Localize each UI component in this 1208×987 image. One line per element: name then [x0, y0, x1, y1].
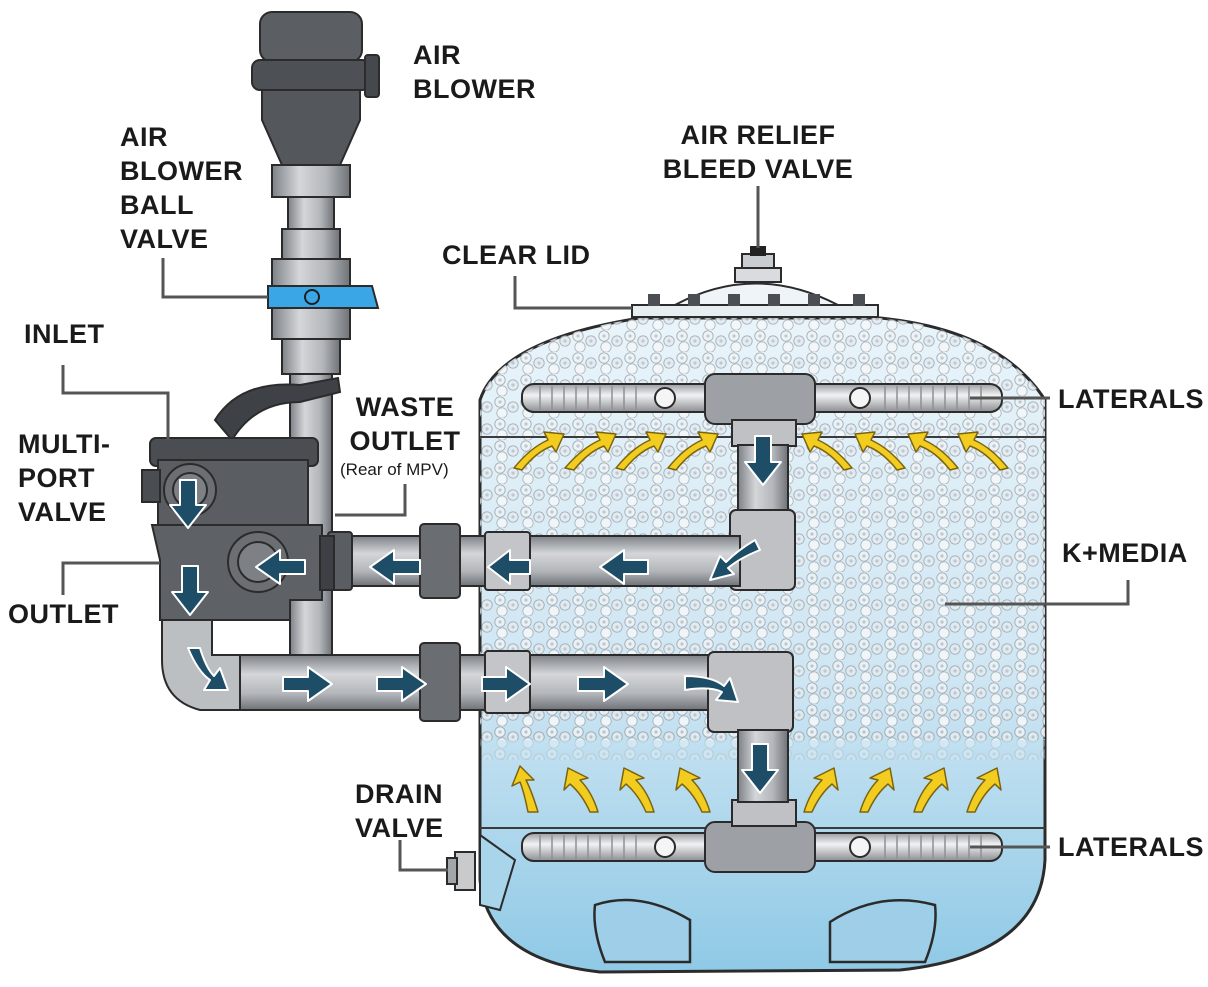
label-waste-outlet-note: (Rear of MPV)	[340, 460, 449, 479]
leader-lines	[61, 186, 1130, 872]
flow-arrow-icon	[376, 666, 427, 702]
label-air-blower: AIR BLOWER	[413, 38, 536, 106]
label-air-blower-ball-valve: AIR BLOWER BALL VALVE	[120, 120, 243, 256]
flow-arrow-icon	[744, 435, 782, 486]
flow-arrows	[169, 435, 782, 794]
label-outlet-text: OUTLET	[8, 599, 119, 629]
label-waste-outlet-line-2: OUTLET	[349, 426, 461, 456]
air-bubble-arrow-icon	[511, 765, 711, 813]
label-air-relief-bleed-valve: AIR RELIEF BLEED VALVE	[658, 118, 858, 186]
flow-arrow-icon	[684, 675, 739, 703]
flow-arrow-icon	[599, 549, 649, 585]
leader-drain-valve	[398, 840, 448, 872]
flow-arrow-icon	[282, 666, 333, 702]
label-mpv-line-3: VALVE	[18, 497, 107, 527]
air-arrows	[511, 431, 1009, 813]
label-mpv-line-1: MULTI-	[18, 429, 111, 459]
label-air-blower-line-1: AIR	[413, 40, 461, 70]
flow-arrow-icon	[369, 549, 421, 585]
label-ball-valve-line-1: AIR	[120, 122, 168, 152]
label-laterals-top: LATERALS	[1058, 382, 1204, 416]
label-clear-lid: CLEAR LID	[442, 238, 591, 272]
ball-valve-handle	[267, 285, 380, 309]
label-drain-valve-line-1: DRAIN	[355, 779, 443, 809]
leader-clear-lid	[513, 276, 632, 310]
label-drain-valve: DRAIN VALVE	[355, 777, 444, 845]
label-laterals-bottom-text: LATERALS	[1058, 832, 1204, 862]
label-k-media: K+MEDIA	[1062, 536, 1188, 570]
label-multiport-valve: MULTI- PORT VALVE	[18, 427, 110, 529]
flow-arrow-icon	[169, 479, 207, 529]
leader-k-media	[945, 580, 1130, 606]
flow-arrow-icon	[171, 565, 209, 616]
label-mpv-line-2: PORT	[18, 463, 96, 493]
label-k-media-text: K+MEDIA	[1062, 538, 1188, 568]
flow-arrow-icon	[481, 666, 531, 702]
leader-air-blower-ball-valve	[161, 258, 268, 299]
air-bubble-arrow-icon	[513, 431, 719, 471]
label-air-blower-line-2: BLOWER	[413, 74, 536, 104]
label-inlet: INLET	[24, 317, 105, 351]
label-waste-outlet-line-1: WASTE	[355, 392, 455, 422]
tank-foot-right	[828, 899, 937, 964]
label-ball-valve-line-3: BALL	[120, 190, 194, 220]
flow-arrow-icon	[741, 743, 779, 794]
leader-inlet	[61, 365, 170, 440]
flow-arrow-icon	[487, 549, 531, 585]
label-clear-lid-text: CLEAR LID	[442, 240, 591, 270]
label-inlet-text: INLET	[24, 319, 105, 349]
label-drain-valve-line-2: VALVE	[355, 813, 444, 843]
leader-outlet	[61, 561, 160, 595]
label-air-relief-line-2: BLEED VALVE	[662, 154, 854, 184]
label-air-relief-line-1: AIR RELIEF	[680, 120, 836, 150]
label-waste-outlet: WASTE OUTLET	[340, 390, 470, 458]
flow-arrow-icon	[577, 666, 629, 702]
flow-arrow-icon	[187, 647, 229, 691]
label-laterals-bottom: LATERALS	[1058, 830, 1204, 864]
air-blower	[251, 11, 380, 375]
clear-lid	[631, 282, 879, 318]
label-ball-valve-line-4: VALVE	[120, 224, 209, 254]
label-outlet: OUTLET	[8, 597, 119, 631]
laterals-bottom-assembly	[521, 799, 1003, 873]
label-laterals-top-text: LATERALS	[1058, 384, 1204, 414]
tank-foot-left	[593, 898, 692, 964]
label-ball-valve-line-2: BLOWER	[120, 156, 243, 186]
air-bubble-arrow-icon	[803, 767, 1002, 813]
air-relief-valve	[734, 246, 782, 283]
leader-waste-outlet	[335, 484, 407, 517]
drain-valve	[446, 851, 476, 891]
laterals-top-assembly	[521, 373, 1003, 447]
flow-arrow-icon	[255, 549, 306, 585]
air-bubble-arrow-icon	[801, 431, 1009, 471]
flow-arrow-icon	[709, 539, 761, 581]
